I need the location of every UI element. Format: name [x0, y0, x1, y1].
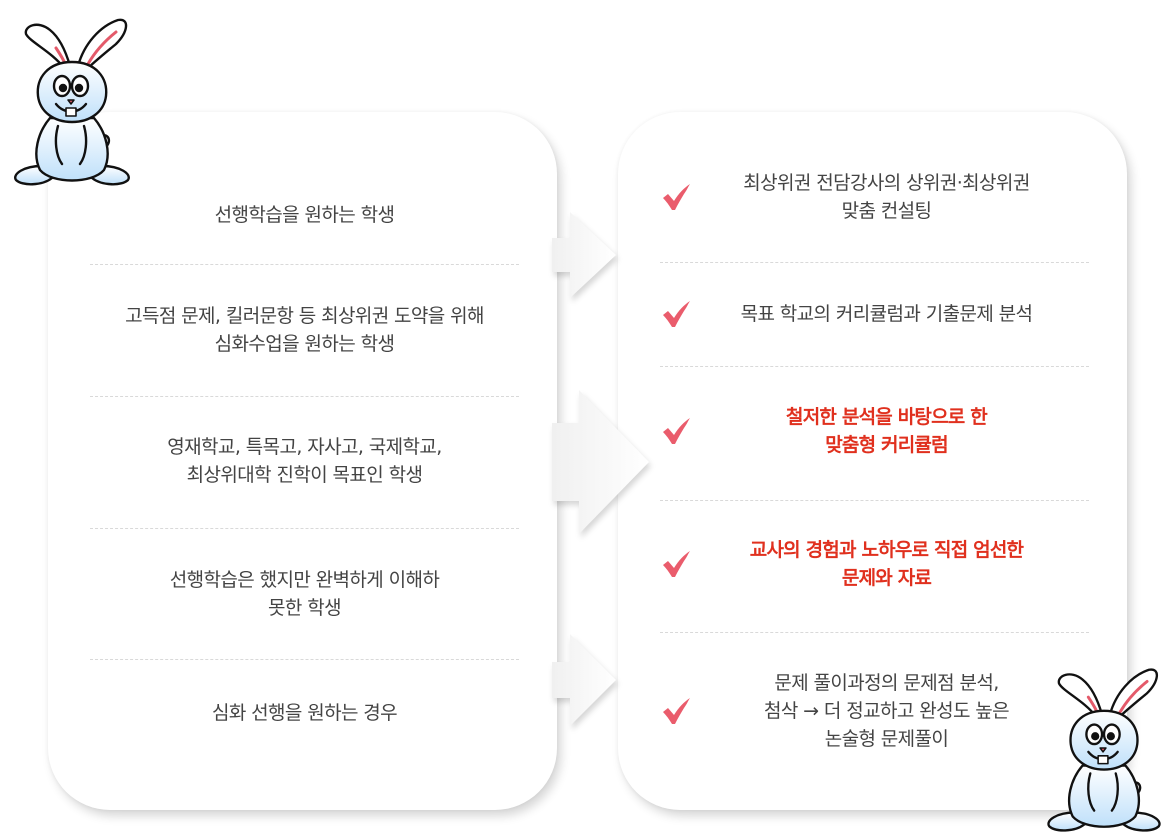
feature-item: 최상위권 전담강사의 상위권·최상위권 맞춤 컨설팅 [658, 167, 1087, 227]
arrow-right-icon [552, 390, 649, 534]
feature-item: 목표 학교의 커리큘럼과 기출문제 분석 [658, 294, 1087, 334]
checkmark-icon [663, 301, 690, 327]
checkmark-icon [663, 184, 690, 210]
rabbit-mascot-icon [14, 18, 130, 186]
target-student-item: 고득점 문제, 킬러문항 등 최상위권 도약을 위해 심화수업을 원하는 학생 [90, 294, 519, 366]
target-student-item: 선행학습을 원하는 학생 [90, 192, 519, 237]
feature-item: 철저한 분석을 바탕으로 한 맞춤형 커리큘럼 [658, 399, 1087, 463]
program-features-panel: 최상위권 전담강사의 상위권·최상위권 맞춤 컨설팅 목표 학교의 커리큘럼과 … [618, 112, 1127, 810]
feature-item: 문제 풀이과정의 문제점 분석, 첨삭 → 더 정교하고 완성도 높은 논술형 … [658, 665, 1087, 757]
rabbit-mascot-icon [1047, 668, 1161, 832]
dashed-divider [660, 366, 1089, 367]
target-student-item: 심화 선행을 원하는 경우 [90, 690, 519, 735]
dashed-divider [660, 500, 1089, 501]
checkmark-icon [663, 551, 690, 577]
feature-text-highlighted: 철저한 분석을 바탕으로 한 맞춤형 커리큘럼 [786, 406, 988, 456]
target-student-text: 영재학교, 특목고, 자사고, 국제학교, 최상위대학 진학이 목표인 학생 [167, 436, 442, 486]
dashed-divider [90, 396, 519, 397]
dashed-divider [90, 264, 519, 265]
feature-text: 목표 학교의 커리큘럼과 기출문제 분석 [740, 303, 1033, 325]
dashed-divider [660, 632, 1089, 633]
target-student-text: 심화 선행을 원하는 경우 [211, 701, 398, 724]
target-student-text: 선행학습을 원하는 학생 [214, 203, 395, 226]
feature-text: 최상위권 전담강사의 상위권·최상위권 맞춤 컨설팅 [743, 172, 1030, 222]
dashed-divider [90, 528, 519, 529]
target-student-text: 선행학습은 했지만 완벽하게 이해하 못한 학생 [169, 569, 440, 619]
target-student-item: 선행학습은 했지만 완벽하게 이해하 못한 학생 [90, 558, 519, 630]
feature-text-highlighted: 교사의 경험과 노하우로 직접 엄선한 문제와 자료 [749, 539, 1024, 589]
feature-text: 문제 풀이과정의 문제점 분석, 첨삭 → 더 정교하고 완성도 높은 논술형 … [763, 672, 1010, 750]
arrow-right-icon [552, 634, 616, 726]
feature-item: 교사의 경험과 노하우로 직접 엄선한 문제와 자료 [658, 532, 1087, 596]
checkmark-icon [663, 698, 690, 724]
target-student-item: 영재학교, 특목고, 자사고, 국제학교, 최상위대학 진학이 목표인 학생 [90, 425, 519, 497]
target-student-text: 고득점 문제, 킬러문항 등 최상위권 도약을 위해 심화수업을 원하는 학생 [125, 305, 484, 355]
dashed-divider [90, 659, 519, 660]
dashed-divider [660, 262, 1089, 263]
checkmark-icon [663, 418, 690, 444]
target-students-panel: 선행학습을 원하는 학생 고득점 문제, 킬러문항 등 최상위권 도약을 위해 … [48, 112, 557, 810]
arrow-right-icon [552, 212, 616, 298]
